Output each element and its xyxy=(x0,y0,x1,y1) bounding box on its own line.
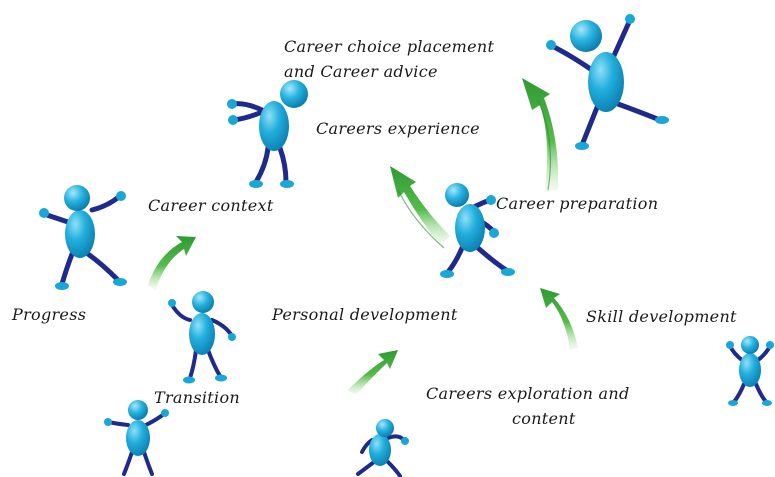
label-personal-development: Personal development xyxy=(272,305,458,324)
figure-career-preparation xyxy=(440,183,515,278)
arrow-progress-to-context xyxy=(148,236,196,290)
label-skill-development: Skill development xyxy=(586,307,737,326)
label-careers-exploration-line1: Careers exploration and xyxy=(426,384,630,403)
figure-progress xyxy=(39,185,127,290)
figure-transition xyxy=(168,291,236,384)
label-transition: Transition xyxy=(154,388,240,407)
label-careers-exploration-line2: content xyxy=(512,409,576,428)
label-career-choice: Career choice placement and Career advic… xyxy=(284,34,494,84)
figure-skill-development xyxy=(726,336,774,406)
figure-bottom-center xyxy=(356,419,409,477)
label-career-choice-line2: and Career advice xyxy=(284,62,438,81)
label-progress: Progress xyxy=(12,305,87,324)
label-careers-exploration: Careers exploration and content xyxy=(426,381,630,431)
label-careers-experience: Careers experience xyxy=(316,119,480,138)
figure-jumping-top-right xyxy=(546,14,669,150)
arrow-preparation-to-choice xyxy=(522,78,559,192)
arrow-exploration-to-personal xyxy=(348,350,398,395)
figure-running-career-context xyxy=(227,80,308,188)
label-career-preparation: Career preparation xyxy=(496,194,659,213)
label-career-choice-line1: Career choice placement xyxy=(284,37,495,56)
label-career-context: Career context xyxy=(148,196,274,215)
figure-bottom-left xyxy=(104,400,169,476)
arrow-preparation-to-experience xyxy=(390,166,450,249)
arrow-skill-to-preparation xyxy=(540,288,578,350)
